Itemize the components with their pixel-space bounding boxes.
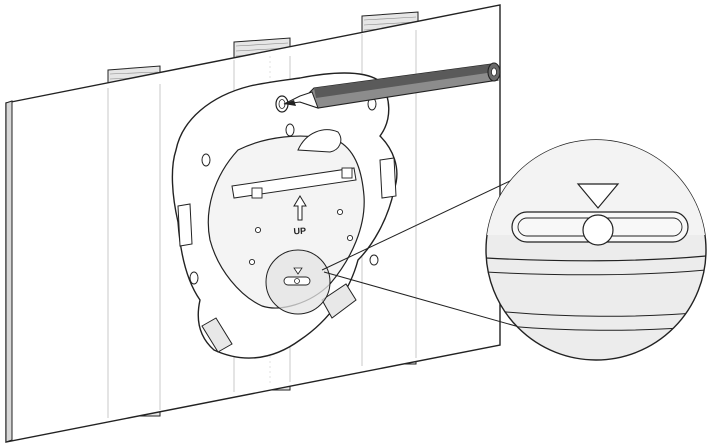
- triangle-marker-icon: [293, 267, 303, 275]
- up-indicator: UP: [293, 195, 307, 237]
- up-label: UP: [293, 226, 306, 237]
- zoom-detail-circle: [485, 139, 707, 361]
- pencil-icon: [283, 62, 501, 109]
- arrow-up-icon: [293, 195, 307, 221]
- detail-circle-small: [265, 249, 331, 315]
- zoom-callout-lines: [321, 179, 531, 331]
- zoom-triangle-marker-icon: [576, 183, 620, 209]
